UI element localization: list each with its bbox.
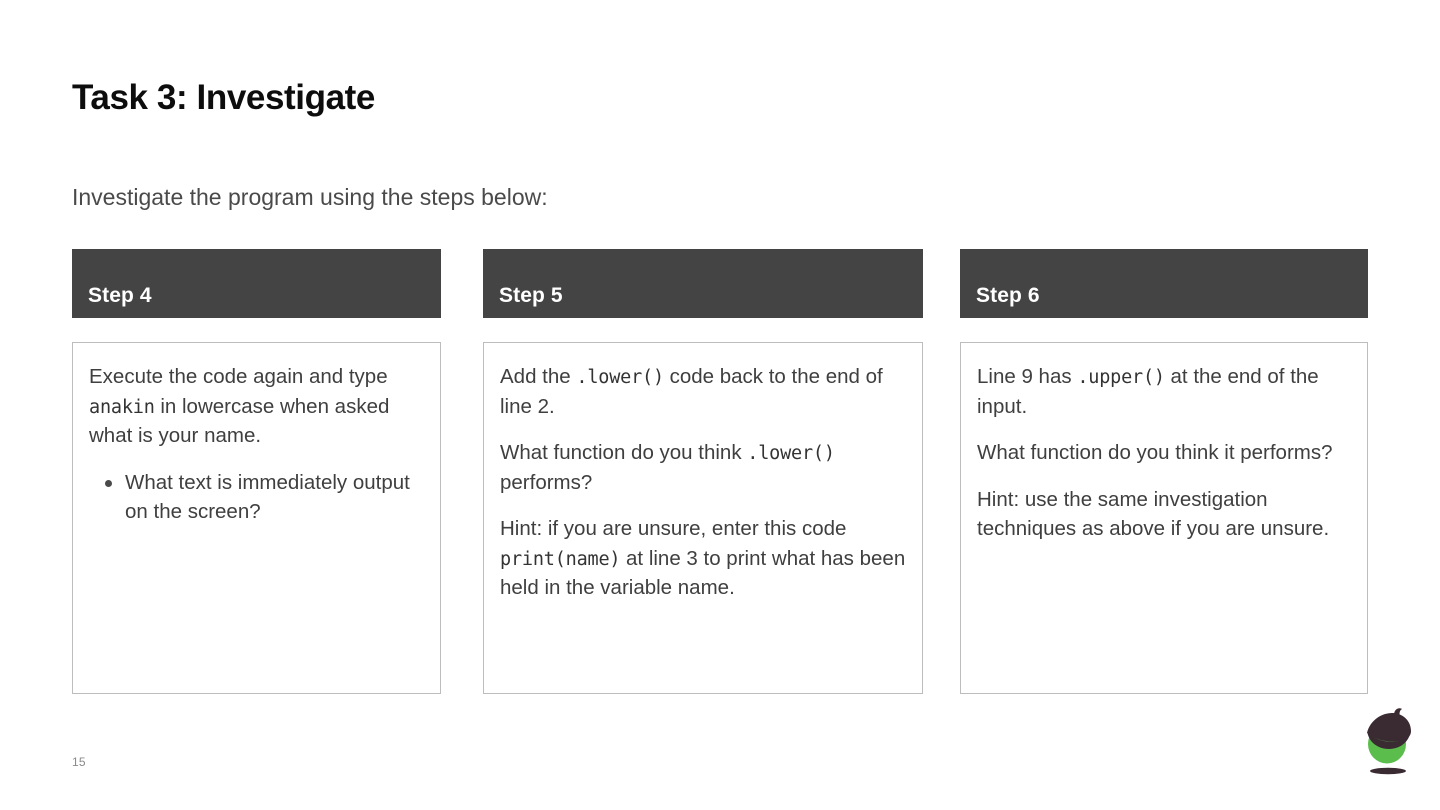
bullet-list: What text is immediately output on the s… [89, 468, 426, 527]
paragraph: Execute the code again and type anakin i… [89, 365, 390, 448]
inline-code: .upper() [1077, 367, 1165, 388]
step-column-5: Step 5 Add the .lower() code back to the… [483, 249, 923, 694]
step-column-header-5: Step 5 [483, 249, 923, 318]
paragraph: What function do you think .lower() perf… [500, 441, 835, 494]
slide-subtitle: Investigate the program using the steps … [72, 184, 548, 210]
paragraph: Hint: if you are unsure, enter this code… [500, 517, 906, 600]
step-column-header-6: Step 6 [960, 249, 1368, 318]
page-title: Task 3: Investigate [72, 78, 375, 117]
paragraph: Line 9 has .upper() at the end of the in… [977, 365, 1319, 418]
paragraph: Add the .lower() code back to the end of… [500, 365, 883, 418]
step-column-header-4: Step 4 [72, 249, 441, 318]
inline-code: .lower() [747, 443, 835, 465]
step-column-4: Step 4 Execute the code again and type a… [72, 249, 441, 694]
step-column-body-4: Execute the code again and type anakin i… [72, 342, 441, 694]
inline-code: print(name) [500, 548, 621, 570]
inline-code: .lower() [576, 367, 664, 388]
acorn-logo [1358, 707, 1420, 779]
inline-code: anakin [89, 396, 155, 418]
step-column-body-6: Line 9 has .upper() at the end of the in… [960, 342, 1368, 694]
list-item: What text is immediately output on the s… [89, 468, 426, 527]
step-column-6: Step 6 Line 9 has .upper() at the end of… [960, 249, 1368, 694]
paragraph: Hint: use the same investigation techniq… [977, 487, 1330, 541]
step-column-body-5: Add the .lower() code back to the end of… [483, 342, 923, 694]
page-number: 15 [72, 755, 86, 769]
paragraph: What function do you think it performs? [977, 441, 1333, 465]
